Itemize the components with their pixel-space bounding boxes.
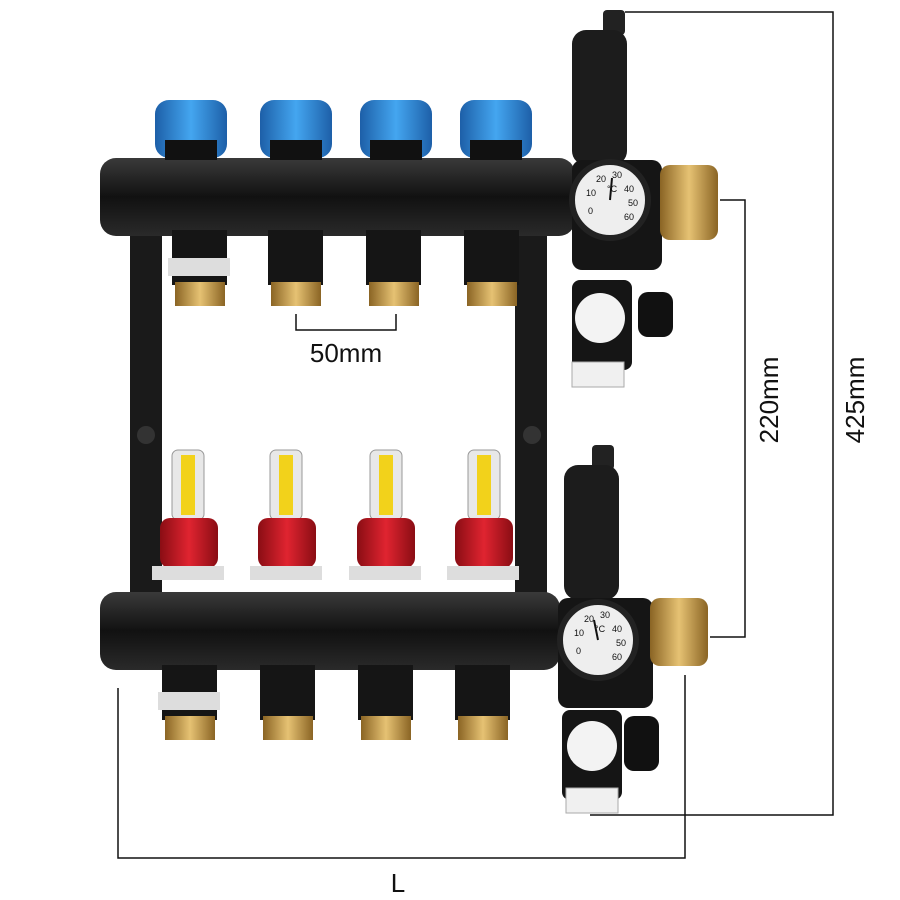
flowmeters bbox=[171, 449, 501, 521]
thermometer-scale-bottom: 0 10 20 30 40 50 60 °C bbox=[574, 610, 626, 662]
air-vent-icon bbox=[592, 445, 614, 470]
dimension-connection-height bbox=[710, 199, 746, 638]
svg-text:30: 30 bbox=[612, 170, 622, 180]
svg-text:20: 20 bbox=[584, 614, 594, 624]
svg-text:°C: °C bbox=[595, 624, 606, 634]
svg-text:60: 60 bbox=[612, 652, 622, 662]
red-flowmeter-caps bbox=[152, 518, 519, 580]
svg-text:10: 10 bbox=[574, 628, 584, 638]
svg-text:20: 20 bbox=[596, 174, 606, 184]
blue-valve-cap bbox=[260, 100, 332, 160]
supply-manifold bbox=[100, 100, 575, 306]
svg-text:0: 0 bbox=[576, 646, 581, 656]
svg-text:50: 50 bbox=[628, 198, 638, 208]
svg-text:60: 60 bbox=[624, 212, 634, 222]
svg-text:50: 50 bbox=[616, 638, 626, 648]
svg-text:0: 0 bbox=[588, 206, 593, 216]
supply-outlets bbox=[168, 230, 519, 306]
thermometer-scale-top: 0 10 20 30 40 50 60 °C bbox=[586, 170, 638, 222]
svg-text:°C: °C bbox=[607, 184, 618, 194]
svg-text:40: 40 bbox=[624, 184, 634, 194]
mounting-bracket bbox=[130, 225, 547, 605]
svg-text:30: 30 bbox=[600, 610, 610, 620]
blue-valve-cap bbox=[155, 100, 227, 160]
outlet-spacing-label: 50mm bbox=[310, 338, 382, 368]
dimension-total-height bbox=[590, 11, 834, 816]
svg-text:10: 10 bbox=[586, 188, 596, 198]
blue-valve-cap bbox=[360, 100, 432, 160]
dimension-outlet-spacing bbox=[295, 314, 397, 331]
total-height-label: 425mm bbox=[840, 357, 870, 444]
dimension-length bbox=[117, 675, 686, 859]
blue-valve-cap bbox=[460, 100, 532, 160]
air-vent-icon bbox=[603, 10, 625, 35]
return-outlets bbox=[158, 665, 510, 740]
return-manifold bbox=[100, 449, 560, 740]
supply-end-assembly bbox=[569, 10, 718, 388]
svg-text:40: 40 bbox=[612, 624, 622, 634]
length-label: L bbox=[391, 868, 405, 898]
connection-height-label: 220mm bbox=[754, 357, 784, 444]
